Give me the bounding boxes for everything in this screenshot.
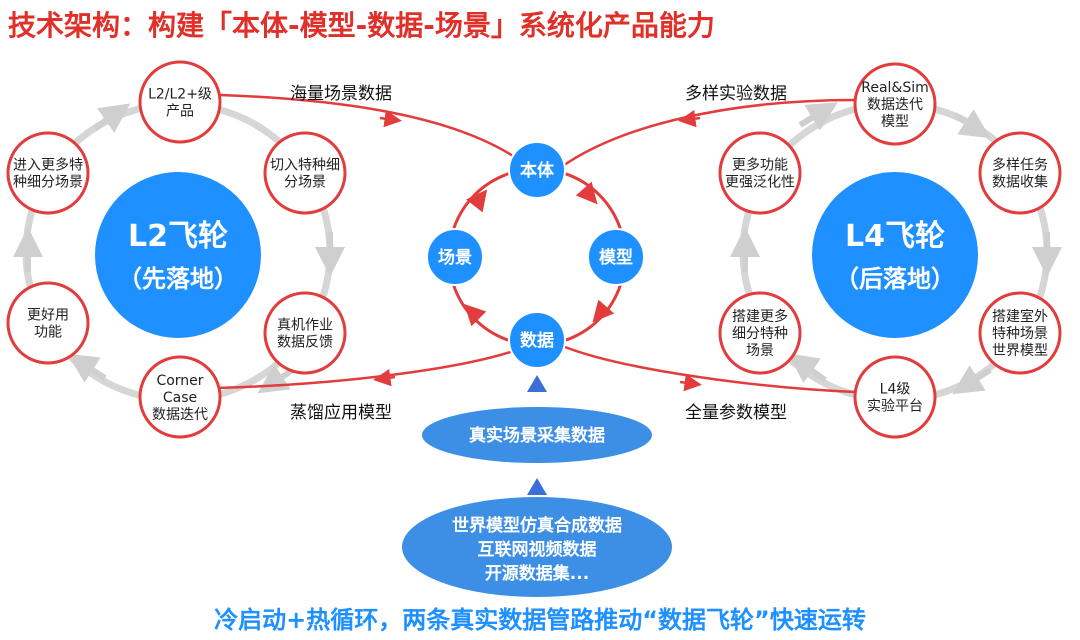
label-bottom-right: 全量参数模型 [685,403,787,423]
left-wheel-nodes: L2/L2+级产品切入特种细分场景真机作业数据反馈CornerCase数据迭代更… [6,60,347,439]
svg-text:模型: 模型 [599,247,633,268]
page-title: 技术架构：构建「本体-模型-数据-场景」系统化产品能力 [8,9,715,42]
svg-text:场景: 场景 [438,248,472,268]
up-arrow-icon [527,375,547,392]
right-wheel-node-6-line-1: 更多功能 [732,157,788,174]
right-wheel-node-2-line-1: 多样任务 [992,157,1048,174]
core-node-bottom: 数据 [508,311,566,369]
core-node-left: 场景 [426,228,484,286]
right-wheel-node-4-line-1: L4级 [880,382,911,398]
right-wheel-node-3-line-2: 特种场景 [992,326,1048,342]
left-wheel-center: L2飞轮 （先落地） [95,172,261,338]
right-wheel-center: L4飞轮 （后落地） [812,172,978,338]
right-wheel-node-1-line-1: Real&Sim [861,80,929,96]
left-wheel-node-2-line-2: 分场景 [284,175,326,191]
source-other-1: 世界模型仿真合成数据 [452,515,622,536]
right-wheel-node-4-line-2: 实验平台 [867,399,923,415]
right-wheel-node-3-line-3: 世界模型 [992,343,1048,359]
left-wheel-node-5-line-1: 更好用 [27,308,69,324]
right-wheel-node-1-line-3: 模型 [881,114,909,130]
source-stack: 真实场景采集数据 世界模型仿真合成数据 互联网视频数据 开源数据集... [402,375,672,597]
right-wheel-node-1-line-2: 数据迭代 [867,97,923,113]
left-wheel-node-6-line-2: 种细分场景 [13,175,83,191]
svg-text:数据: 数据 [520,330,554,351]
left-wheel-sub: （先落地） [118,265,238,293]
svg-text:本体: 本体 [520,160,555,181]
right-wheel-name: L4飞轮 [845,219,945,254]
left-wheel-name: L2飞轮 [128,219,228,254]
left-wheel-node-1-line-1: L2/L2+级 [148,87,212,103]
right-wheel-node-5-line-1: 搭建更多 [732,308,788,325]
left-wheel-node-4-line-2: Case [163,390,197,406]
left-wheel-node-4-line-1: Corner [156,373,203,389]
right-wheel-node-3-line-1: 搭建室外 [992,308,1048,325]
label-top-left: 海量场景数据 [290,84,392,104]
data-pipelines [214,93,856,394]
right-wheel-node-5-line-3: 场景 [746,343,774,359]
label-bottom-left: 蒸馏应用模型 [290,403,392,423]
right-wheel-node-2-line-2: 数据收集 [992,174,1048,191]
right-wheel-sub: （后落地） [835,265,955,293]
left-wheel-node-5-line-2: 功能 [34,325,62,341]
core-node-right: 模型 [587,228,645,286]
left-wheel-node-3-line-2: 数据反馈 [277,335,333,351]
left-wheel-node-1-line-2: 产品 [166,104,194,120]
left-wheel-node-1: L2/L2+级产品 [138,60,222,144]
left-wheel-node-3-line-1: 真机作业 [277,318,333,334]
left-wheel-node-6-line-1: 进入更多特 [13,157,83,174]
left-wheel-node-2-line-1: 切入特种细 [270,158,340,174]
label-top-right: 多样实验数据 [685,84,787,104]
left-wheel-node-4-line-3: 数据迭代 [152,407,208,423]
source-other-3: 开源数据集... [485,563,589,584]
up-arrow-icon [527,478,547,495]
source-real: 真实场景采集数据 [469,425,605,446]
footer-caption: 冷启动+热循环，两条真实数据管路推动“数据飞轮”快速运转 [214,606,866,634]
right-wheel-nodes: Real&Sim数据迭代模型多样任务数据收集搭建室外特种场景世界模型L4级实验平… [718,62,1062,439]
right-wheel-node-5-line-2: 细分特种 [732,326,788,342]
right-wheel-node-6-line-2: 更强泛化性 [725,175,795,191]
core-node-top: 本体 [508,141,566,199]
source-other-2: 互联网视频数据 [478,539,597,560]
